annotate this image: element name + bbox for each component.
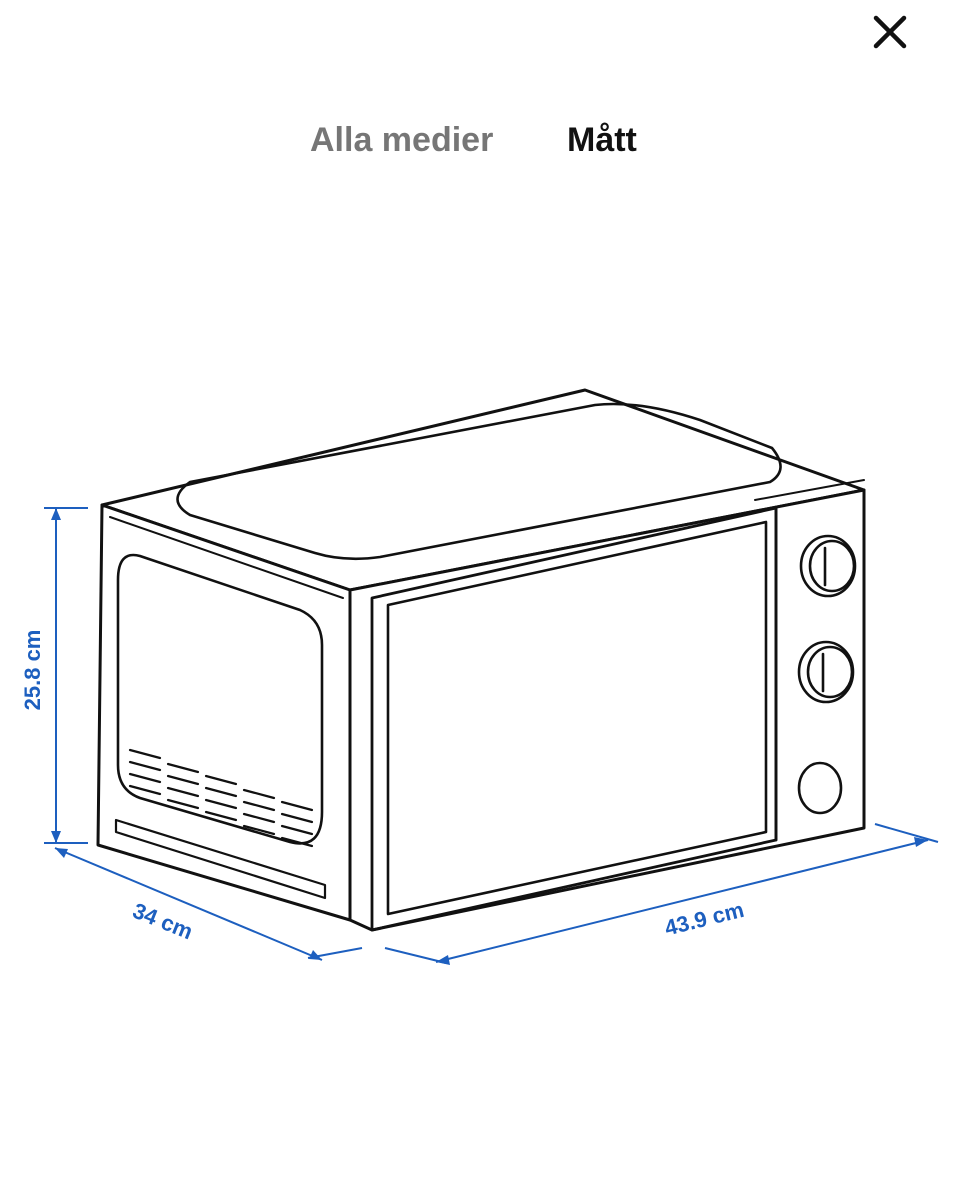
dimension-lines	[44, 507, 939, 965]
tab-all-media[interactable]: Alla medier	[310, 121, 494, 159]
control-knobs	[797, 534, 857, 815]
depth-label: 34 cm	[129, 898, 196, 945]
close-button[interactable]	[866, 8, 914, 56]
close-icon	[873, 15, 907, 49]
microwave-drawing	[96, 388, 866, 932]
product-dimension-image: 25.8 cm 34 cm 43.9 cm	[20, 388, 939, 965]
tab-dimensions[interactable]: Mått	[567, 121, 637, 159]
media-tabs: Alla medier Mått	[0, 118, 960, 162]
vent-slots	[128, 748, 314, 848]
height-label: 25.8 cm	[20, 630, 45, 711]
